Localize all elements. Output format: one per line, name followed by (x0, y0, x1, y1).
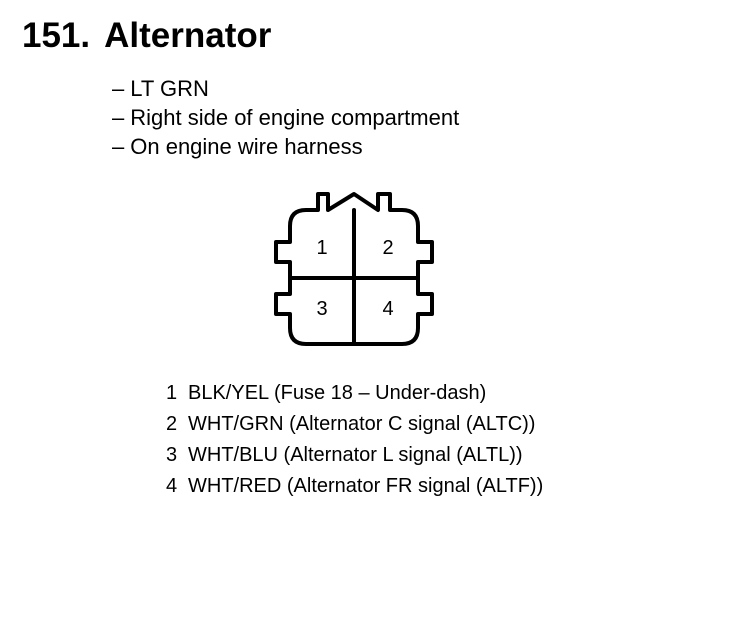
detail-text: Right side of engine compartment (130, 105, 460, 130)
component-name: Alternator (104, 16, 272, 55)
detail-dash: – (112, 134, 125, 159)
pin-label-2: 2 (382, 237, 393, 259)
pin-description: WHT/BLU (Alternator L signal (ALTL)) (188, 444, 523, 466)
pin-row-2: 2 WHT/GRN (Alternator C signal (ALTC)) (166, 409, 543, 440)
component-number: 151. (22, 16, 91, 55)
pin-description: WHT/RED (Alternator FR signal (ALTF)) (188, 475, 544, 497)
connector-face-diagram: 1 2 3 4 (274, 192, 434, 346)
pin-description: BLK/YEL (Fuse 18 – Under-dash) (188, 382, 487, 404)
connector-housing-outline (274, 192, 434, 346)
detail-dash: – (112, 105, 125, 130)
pin-number: 1 (166, 382, 178, 404)
detail-text: On engine wire harness (130, 134, 363, 159)
pin-number: 2 (166, 413, 178, 435)
pin-row-1: 1 BLK/YEL (Fuse 18 – Under-dash) (166, 378, 543, 409)
pin-label-4: 4 (382, 298, 393, 320)
pin-number: 4 (166, 475, 178, 497)
pin-label-1: 1 (316, 237, 327, 259)
pin-list: 1 BLK/YEL (Fuse 18 – Under-dash) 2 WHT/GRN… (166, 378, 543, 502)
detail-dash: – (112, 76, 125, 101)
detail-connector-color: –LT GRN (112, 74, 459, 103)
detail-location: –Right side of engine compartment (112, 103, 459, 132)
component-details: –LT GRN –Right side of engine compartmen… (112, 74, 459, 161)
pin-number: 3 (166, 444, 178, 466)
pin-row-4: 4 WHT/RED (Alternator FR signal (ALTF)) (166, 471, 543, 502)
page-title: 151. Alternator (22, 18, 271, 53)
detail-text: LT GRN (130, 76, 209, 101)
detail-harness: –On engine wire harness (112, 132, 459, 161)
pin-label-3: 3 (316, 298, 327, 320)
pin-row-3: 3 WHT/BLU (Alternator L signal (ALTL)) (166, 440, 543, 471)
pin-description: WHT/GRN (Alternator C signal (ALTC)) (188, 413, 536, 435)
